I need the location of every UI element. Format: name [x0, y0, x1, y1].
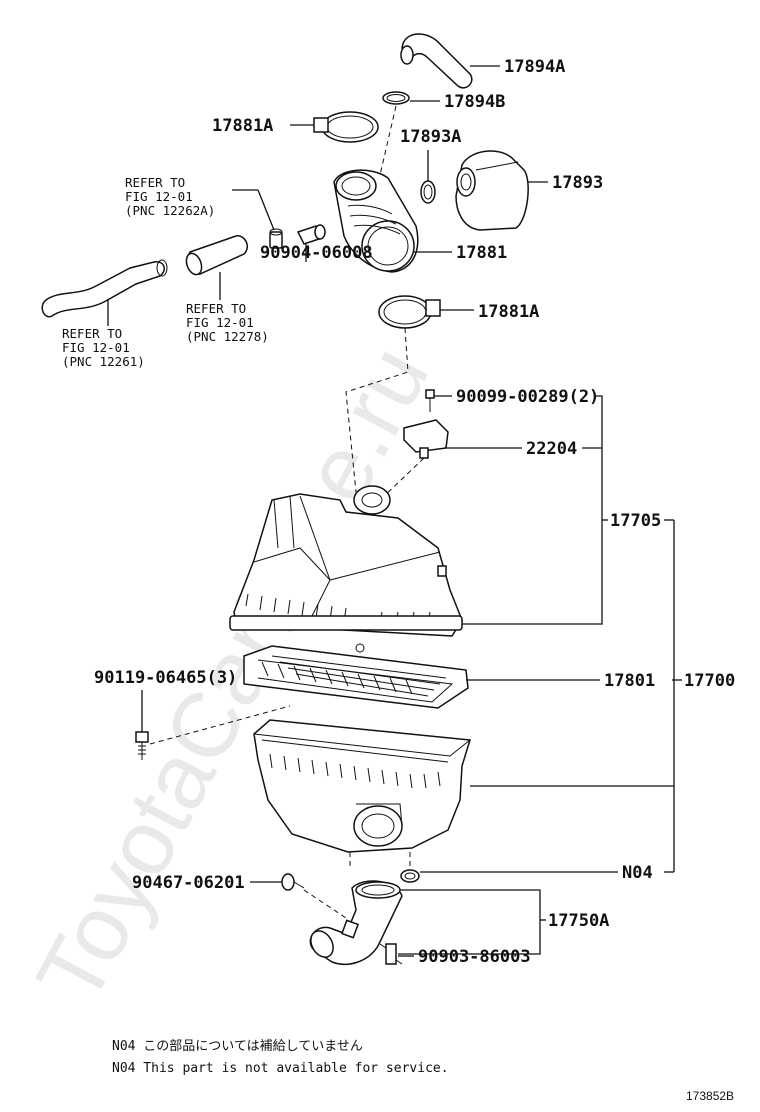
note-english: N04 This part is not available for servi… — [112, 1061, 449, 1076]
part-label-90904-06008[interactable]: 90904-06008 — [260, 243, 373, 263]
clamp-17881A-bottom-drawing — [378, 295, 441, 329]
grommet-N04-drawing — [400, 869, 420, 883]
part-label-17894A[interactable]: 17894A — [504, 57, 565, 77]
hose-17894A-drawing — [400, 33, 473, 89]
hose-ref-12261-drawing — [41, 259, 168, 318]
svg-text:FIG 12-01: FIG 12-01 — [62, 340, 130, 355]
part-label-17700[interactable]: 17700 — [684, 671, 735, 691]
clamp-17894B-drawing — [382, 91, 410, 105]
part-label-90119-06465[interactable]: 90119-06465(3) — [94, 668, 237, 688]
part-label-17881A-top[interactable]: 17881A — [212, 116, 273, 136]
svg-text:REFER TO: REFER TO — [186, 301, 246, 316]
clip-90903-drawing — [379, 943, 403, 965]
svg-text:FIG 12-01: FIG 12-01 — [125, 189, 193, 204]
clamp-17893A-drawing — [420, 180, 436, 204]
inlet-17750A-drawing — [309, 880, 403, 966]
svg-text:FIG 12-01: FIG 12-01 — [186, 315, 254, 330]
resonator-17893-drawing — [455, 150, 529, 231]
filter-17801-drawing — [243, 645, 469, 709]
part-label-17705[interactable]: 17705 — [610, 511, 661, 531]
part-label-N04[interactable]: N04 — [622, 863, 653, 883]
svg-text:REFER TO: REFER TO — [62, 326, 122, 341]
part-label-17750A[interactable]: 17750A — [548, 911, 609, 931]
reference-note-12278: REFER TO FIG 12-01 (PNC 12278) — [186, 301, 269, 344]
part-label-90903-86003[interactable]: 90903-86003 — [418, 947, 531, 967]
connector-90904-drawing — [296, 224, 326, 245]
screw-90119-drawing — [135, 731, 149, 760]
svg-text:REFER TO: REFER TO — [125, 175, 185, 190]
part-label-17881[interactable]: 17881 — [456, 243, 507, 263]
part-label-17893[interactable]: 17893 — [552, 173, 603, 193]
hose-ref-12278-drawing — [185, 235, 248, 276]
svg-text:(PNC 12278): (PNC 12278) — [186, 329, 269, 344]
svg-text:(PNC 12261): (PNC 12261) — [62, 354, 145, 369]
note-japanese: N04 この部品については補給していません — [112, 1039, 363, 1054]
part-label-90099-00289[interactable]: 90099-00289(2) — [456, 387, 599, 407]
lower-case-drawing — [253, 719, 471, 853]
reference-note-12261: REFER TO FIG 12-01 (PNC 12261) — [62, 326, 145, 369]
part-label-17801[interactable]: 17801 — [604, 671, 655, 691]
clip-90467-drawing — [281, 873, 305, 891]
sensor-22204-drawing — [403, 419, 449, 459]
part-label-17881A-bottom[interactable]: 17881A — [478, 302, 539, 322]
figure-code: 173852B — [686, 1089, 734, 1103]
clip-ref-12262A-drawing — [269, 228, 283, 249]
part-label-17894B[interactable]: 17894B — [444, 92, 505, 112]
svg-text:(PNC 12262A): (PNC 12262A) — [125, 203, 215, 218]
hose-17881-drawing — [333, 169, 419, 273]
cap-17705-drawing — [229, 485, 463, 653]
part-label-90467-06201[interactable]: 90467-06201 — [132, 873, 245, 893]
part-label-22204[interactable]: 22204 — [526, 439, 577, 459]
part-label-17893A[interactable]: 17893A — [400, 127, 461, 147]
clamp-17881A-top-drawing — [313, 111, 379, 143]
reference-note-12262A: REFER TO FIG 12-01 (PNC 12262A) — [125, 175, 215, 218]
screw-90099-drawing — [425, 389, 435, 412]
